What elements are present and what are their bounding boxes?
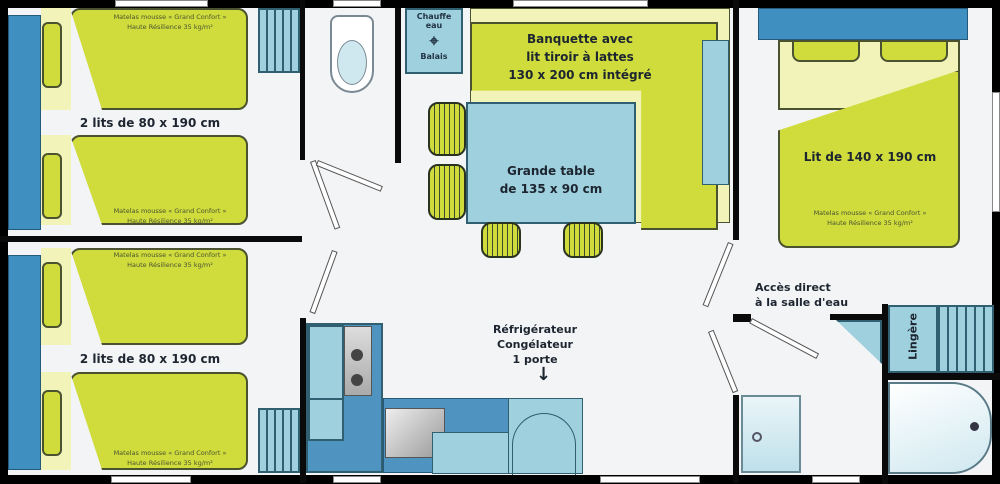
chair xyxy=(563,222,603,258)
banquette-label-line: lit tiroir à lattes xyxy=(526,50,634,64)
bathroom-wall xyxy=(882,373,1000,380)
single-bed xyxy=(70,135,248,225)
bathroom-wall xyxy=(733,314,751,322)
mattress-note-line: Matelas mousse « Grand Confort » xyxy=(113,207,227,215)
mattress-note-line: Matelas mousse « Grand Confort » xyxy=(113,251,227,259)
sink xyxy=(741,395,801,473)
water-heater: Chauffe eau ⌖ Balais xyxy=(405,8,463,74)
table-label-line: de 135 x 90 cm xyxy=(499,182,603,196)
mattress-note: Matelas mousse « Grand Confort » Haute R… xyxy=(90,12,250,32)
linen-cupboard xyxy=(888,305,938,373)
wardrobe xyxy=(258,408,300,473)
burner xyxy=(351,374,363,386)
partition-wall xyxy=(733,0,739,240)
toilet-bowl xyxy=(337,40,367,85)
cupboard xyxy=(308,398,344,441)
mattress-note-line: Matelas mousse « Grand Confort » xyxy=(113,13,227,21)
pillow xyxy=(42,390,62,456)
fridge-label-line: 1 porte xyxy=(512,353,558,366)
water-heater-label: Chauffe xyxy=(416,12,452,21)
mattress-note-line: Haute Résilience 35 kg/m² xyxy=(127,261,213,269)
mattress-note: Matelas mousse « Grand Confort » Haute R… xyxy=(90,448,250,468)
chair xyxy=(428,164,466,220)
chair xyxy=(428,102,466,156)
banquette-label-line: 130 x 200 cm intégré xyxy=(508,68,652,82)
dining-table: Grande table de 135 x 90 cm xyxy=(466,102,636,224)
window xyxy=(992,92,1000,212)
water-heater-label: eau xyxy=(425,21,443,30)
mattress-note: Matelas mousse « Grand Confort » Haute R… xyxy=(780,208,960,228)
window xyxy=(115,0,208,7)
partition-wall xyxy=(300,0,305,160)
pillow xyxy=(880,40,948,62)
headboard xyxy=(8,255,41,470)
crosshair-icon: ⌖ xyxy=(429,31,439,50)
bathroom-wall xyxy=(830,314,885,320)
headboard xyxy=(758,8,968,40)
window xyxy=(111,476,191,483)
window xyxy=(812,476,860,483)
arrow-down-icon: ↓ xyxy=(536,364,552,385)
window xyxy=(333,0,381,7)
linen-label: Lingère xyxy=(906,313,920,360)
mattress-note-line: Haute Résilience 35 kg/m² xyxy=(827,219,913,227)
mattress-note-line: Haute Résilience 35 kg/m² xyxy=(127,217,213,225)
single-bed xyxy=(70,372,248,470)
drain-icon xyxy=(970,422,979,431)
partition-wall xyxy=(300,318,306,483)
fridge-label: Réfrigérateur Congélateur 1 porte xyxy=(480,322,590,367)
mattress-note-line: Haute Résilience 35 kg/m² xyxy=(127,23,213,31)
pillow xyxy=(42,262,62,328)
mattress-note-line: Haute Résilience 35 kg/m² xyxy=(127,459,213,467)
cupboard xyxy=(308,325,344,400)
bed-size-label: 2 lits de 80 x 190 cm xyxy=(79,352,221,366)
single-bed xyxy=(70,8,248,110)
burner xyxy=(351,349,363,361)
pillow xyxy=(792,40,860,62)
mattress-note-line: Matelas mousse « Grand Confort » xyxy=(113,449,227,457)
bed-size-label: Lit de 140 x 190 cm xyxy=(803,150,937,164)
banquette-label: Banquette avec lit tiroir à lattes 130 x… xyxy=(500,30,660,84)
headboard xyxy=(8,15,41,230)
table-label-line: Grande table xyxy=(507,164,595,178)
window xyxy=(333,476,381,483)
partition-wall xyxy=(733,395,739,483)
fridge-label-line: Réfrigérateur xyxy=(492,323,578,336)
access-label-line: Accès direct xyxy=(755,281,831,294)
bed-size-label: 2 lits de 80 x 190 cm xyxy=(79,116,221,130)
bedroom-divider-wall xyxy=(0,236,302,242)
refrigerator-door-arc xyxy=(512,413,576,475)
wardrobe xyxy=(258,8,300,73)
pillow xyxy=(42,22,62,88)
access-label-line: à la salle d'eau xyxy=(755,296,849,309)
single-bed xyxy=(70,248,248,345)
mattress-note: Matelas mousse « Grand Confort » Haute R… xyxy=(90,206,250,226)
mattress-note: Matelas mousse « Grand Confort » Haute R… xyxy=(90,250,250,270)
pillow xyxy=(42,153,62,219)
mattress-note-line: Matelas mousse « Grand Confort » xyxy=(813,209,927,217)
window xyxy=(513,0,648,7)
toilet-wall xyxy=(395,8,401,163)
bathroom-wall xyxy=(882,304,888,484)
window xyxy=(600,476,700,483)
bathroom-access-label: Accès direct à la salle d'eau xyxy=(755,280,848,310)
fridge-label-line: Congélateur xyxy=(497,338,573,351)
tap-icon xyxy=(752,432,762,442)
banquette-label-line: Banquette avec xyxy=(526,32,634,46)
chair xyxy=(481,222,521,258)
broom-cupboard-label: Balais xyxy=(420,52,448,61)
banquette-cushion xyxy=(702,40,729,185)
wardrobe xyxy=(938,305,994,373)
